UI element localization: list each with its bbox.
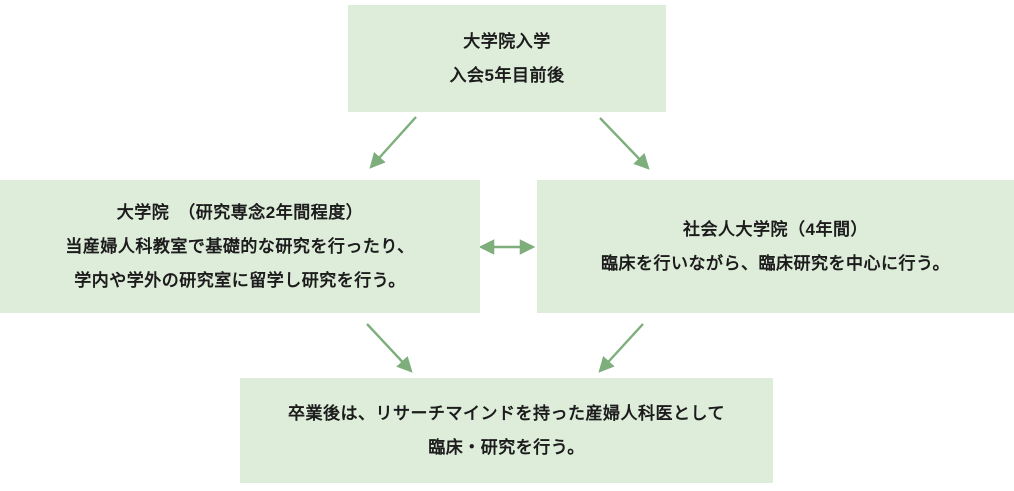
arrow-grad-to-outcome <box>366 323 413 373</box>
node-after-graduation: 卒業後は、リサーチマインドを持った産婦人科医として 臨床・研究を行う。 <box>240 378 773 483</box>
arrow-entry-to-working <box>599 117 650 170</box>
arrow-working-to-outcome <box>598 323 644 373</box>
node-outcome-line-2: 臨床・研究を行う。 <box>428 437 585 457</box>
node-entry: 大学院入学 入会5年目前後 <box>348 5 666 112</box>
node-grad-line-3: 学内や学外の研究室に留学し研究を行う。 <box>74 270 406 290</box>
node-grad-line-1: 大学院 （研究専念2年間程度） <box>116 202 364 222</box>
node-entry-line-1: 大学院入学 <box>463 31 551 51</box>
node-entry-line-2: 入会5年目前後 <box>449 65 565 85</box>
node-working-line-2: 臨床を行いながら、臨床研究を中心に行う。 <box>601 253 950 273</box>
arrow-entry-to-grad <box>369 116 417 169</box>
node-outcome-line-1: 卒業後は、リサーチマインドを持った産婦人科医として <box>288 403 725 423</box>
node-grad-school: 大学院 （研究専念2年間程度） 当産婦人科教室で基礎的な研究を行ったり、 学内や… <box>0 180 480 313</box>
node-working-line-1: 社会人大学院（4年間） <box>683 219 868 239</box>
node-working-grad-school: 社会人大学院（4年間） 臨床を行いながら、臨床研究を中心に行う。 <box>537 180 1014 313</box>
node-grad-line-2: 当産婦人科教室で基礎的な研究を行ったり、 <box>65 236 415 256</box>
